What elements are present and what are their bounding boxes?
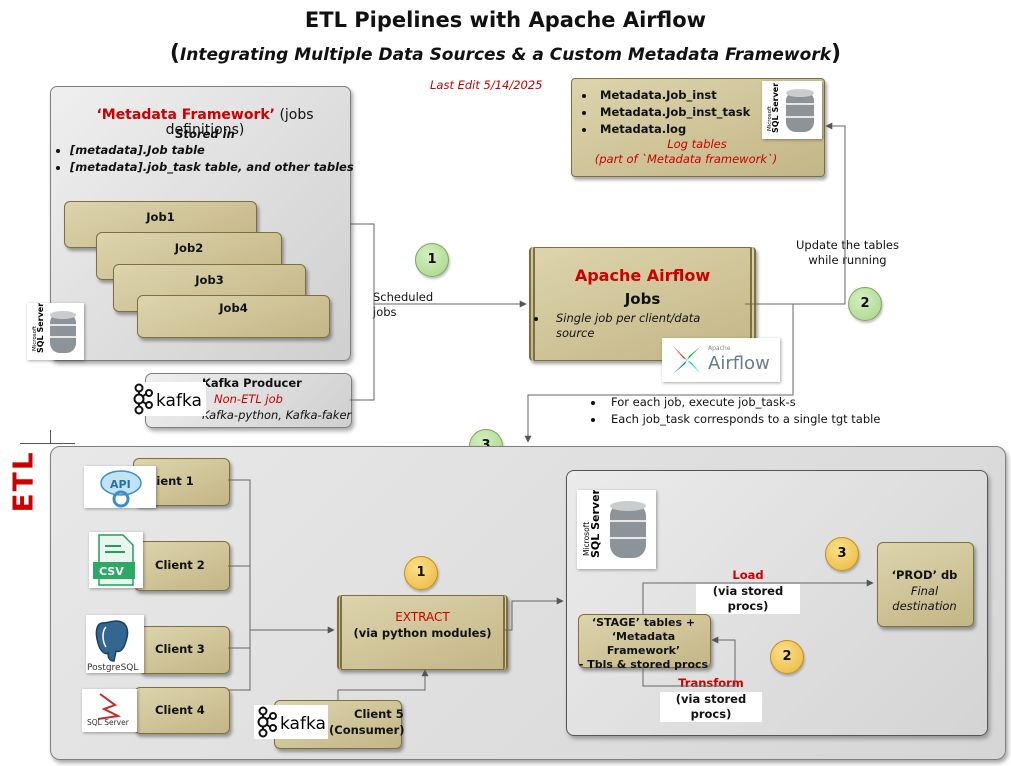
stage-tables-label: ‘STAGE’ tables +‘Metadata Framework’- Tb… — [578, 616, 709, 671]
list-item: Each job_task corresponds to a single tg… — [605, 412, 880, 427]
step-1-badge: 1 — [404, 556, 438, 590]
svg-text:Microsoft: Microsoft — [767, 105, 773, 131]
prod-db-title: ‘PROD’ db — [891, 568, 958, 582]
csv-file-icon: CSV — [89, 532, 143, 588]
job-task-notes: For each job, execute job_task-s Each jo… — [587, 395, 880, 427]
svg-text:API: API — [110, 478, 131, 491]
api-icon: API — [84, 466, 156, 508]
list-item: Metadata.Job_inst — [596, 88, 750, 103]
last-edit-note: Last Edit 5/14/2025 — [430, 78, 543, 92]
sql-server-logo: Microsoft SQL Server — [27, 303, 84, 360]
crosshair-divider — [20, 443, 75, 444]
list-item: [metadata].Job table — [70, 143, 354, 158]
client-5-sublabel: (Consumer) — [329, 723, 405, 737]
stage-tables-box[interactable] — [578, 614, 711, 668]
step-1-badge: 1 — [415, 243, 449, 277]
step-3-badge: 3 — [825, 537, 859, 571]
step-2-badge: 2 — [770, 640, 804, 674]
svg-text:SQL Server: SQL Server — [87, 718, 130, 727]
client-card-4[interactable]: Client 4 — [134, 687, 230, 734]
scheduled-jobs-label: Scheduled jobs — [373, 290, 434, 319]
list-item: Metadata.log — [596, 122, 750, 137]
list-item: [metadata].job_task table, and other tab… — [70, 160, 354, 175]
stored-in-label: Stored in — [175, 127, 235, 141]
sql-server-client-icon: SQL Server — [82, 689, 137, 732]
client-card-2[interactable]: Client 2 — [134, 541, 230, 591]
step-2-badge: 2 — [848, 287, 882, 321]
load-sublabel: (via stored procs) — [696, 584, 800, 614]
svg-text:SQL Server: SQL Server — [589, 490, 602, 558]
crosshair-divider — [50, 430, 51, 444]
kafka-logo-icon: kafka — [130, 382, 206, 416]
kafka-producer-subtitle: Non-ETL job — [214, 392, 283, 406]
page-subtitle: (Integrating Multiple Data Sources & a C… — [169, 41, 842, 66]
kafka-logo-icon: kafka — [254, 705, 328, 739]
extract-box[interactable] — [337, 595, 508, 670]
sql-server-logo: Microsoft SQL Server — [577, 488, 656, 569]
airflow-bullets: Single job per client/data source — [530, 311, 728, 341]
log-tables-list: Metadata.Job_inst Metadata.Job_inst_task… — [578, 88, 750, 137]
client-5-label: Client 5 — [354, 707, 404, 721]
svg-text:Apache: Apache — [708, 345, 731, 352]
list-item: Single job per client/data source — [548, 311, 728, 341]
prod-db-box[interactable] — [877, 542, 974, 627]
metadata-framework-heading: ‘Metadata Framework’ (jobs definitions) — [96, 107, 314, 138]
load-label: Load — [732, 568, 764, 582]
svg-text:CSV: CSV — [99, 565, 124, 578]
svg-text:kafka: kafka — [156, 391, 202, 411]
sql-server-logo: Microsoft SQL Server — [762, 81, 822, 139]
extract-title: EXTRACT — [395, 610, 450, 624]
airflow-subtitle: Jobs — [624, 290, 661, 308]
svg-text:Microsoft: Microsoft — [32, 325, 38, 351]
transform-sublabel: (via stored procs) — [660, 692, 762, 722]
svg-text:Microsoft: Microsoft — [582, 522, 591, 556]
metadata-tables-list: [metadata].Job table [metadata].job_task… — [52, 143, 354, 175]
page-title: ETL Pipelines with Apache Airflow — [304, 8, 707, 32]
log-tables-caption-2: (part of `Metadata framework`) — [594, 152, 778, 166]
airflow-logo: Apache Airflow — [662, 338, 780, 382]
update-tables-label: Update the tables while running — [796, 238, 899, 267]
svg-text:Airflow: Airflow — [708, 353, 770, 374]
airflow-title: Apache Airflow — [574, 266, 711, 285]
log-tables-caption: Log tables — [667, 137, 727, 151]
svg-text:SQL Server: SQL Server — [771, 83, 780, 133]
extract-subtitle: (via python modules) — [353, 626, 492, 640]
postgresql-icon: PostgreSQL — [86, 615, 144, 673]
svg-text:SQL Server: SQL Server — [36, 303, 45, 353]
list-item: Metadata.Job_inst_task — [596, 105, 750, 120]
kafka-producer-libs: Kafka-python, Kafka-faker — [202, 408, 352, 422]
job-card-4[interactable]: Job4 — [137, 295, 330, 338]
list-item: For each job, execute job_task-s — [605, 395, 880, 410]
svg-text:PostgreSQL: PostgreSQL — [87, 663, 138, 673]
prod-db-subtitle: Final destination — [892, 584, 957, 613]
kafka-producer-title: Kafka Producer — [202, 376, 302, 390]
svg-text:kafka: kafka — [280, 714, 326, 734]
